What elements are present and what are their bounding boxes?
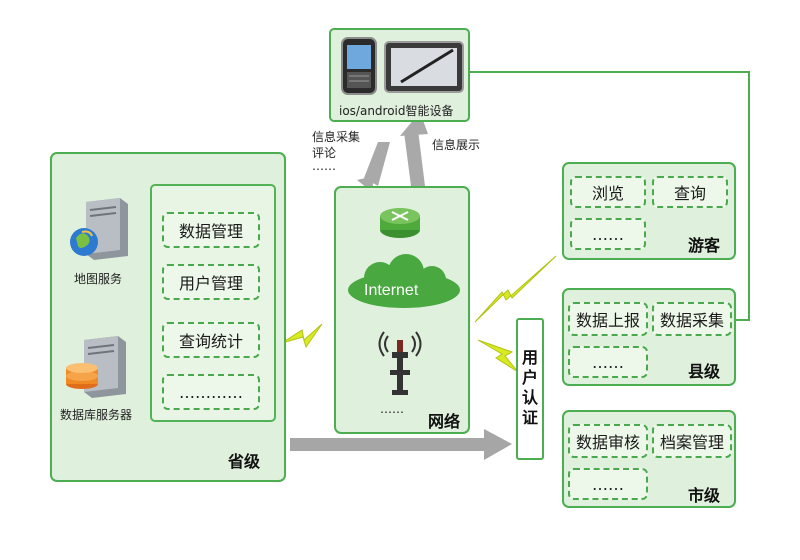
- data-review-item: 数据审核: [568, 424, 648, 458]
- user-auth-char: 户: [521, 368, 538, 387]
- county-box: 数据上报 数据采集 …… 县级: [562, 288, 736, 386]
- user-auth-char: 认: [521, 388, 538, 407]
- device-box: ios/android智能设备: [329, 28, 470, 122]
- user-management-item: 用户管理: [162, 264, 260, 300]
- router-icon: [380, 208, 420, 238]
- county-title: 县级: [688, 362, 721, 381]
- database-server-icon: [66, 336, 126, 398]
- data-report-item: 数据上报: [568, 302, 648, 336]
- network-ellipsis: ……: [380, 402, 404, 416]
- comment-label: 评论: [312, 146, 337, 160]
- device-label: ios/android智能设备: [339, 104, 454, 118]
- collect-label: 信息采集: [312, 130, 361, 144]
- database-server-label: 数据库服务器: [60, 408, 133, 422]
- user-auth-char: 证: [521, 408, 538, 427]
- city-more-item: ……: [568, 468, 648, 500]
- internet-label: Internet: [364, 282, 419, 299]
- data-collection-item: 数据采集: [652, 302, 732, 336]
- user-auth-box: 用 户 认 证: [516, 318, 544, 460]
- map-server-label: 地图服务: [74, 272, 123, 286]
- user-auth-char: 用: [521, 348, 538, 367]
- visitor-title: 游客: [688, 236, 721, 255]
- arrow-down: [357, 142, 390, 192]
- archive-management-item: 档案管理: [652, 424, 732, 458]
- query-statistics-item: 查询统计: [162, 322, 260, 358]
- city-title: 市级: [688, 486, 721, 505]
- lightning-icon: [281, 323, 323, 349]
- comment-ellipsis: ……: [312, 159, 336, 173]
- provincial-title: 省级: [228, 452, 261, 471]
- provincial-box: 地图服务 数据库服务器 数据管理 用户管理 查询统计 ………… 省级: [50, 152, 286, 482]
- county-more-item: ……: [568, 346, 648, 378]
- display-label: 信息展示: [432, 138, 481, 152]
- device-county-connector: [470, 71, 750, 321]
- arrow-up: [400, 112, 428, 186]
- data-management-item: 数据管理: [162, 212, 260, 248]
- visitor-query-item: 查询: [652, 176, 728, 208]
- visitor-box: 浏览 查询 …… 游客: [562, 162, 736, 260]
- lightning-icon: [477, 339, 519, 373]
- provincial-function-panel: 数据管理 用户管理 查询统计 …………: [150, 184, 276, 422]
- visitor-more-item: ……: [570, 218, 646, 250]
- network-box: Internet …… 网络: [334, 186, 470, 434]
- lightning-icon: [474, 255, 557, 323]
- network-title: 网络: [428, 412, 461, 431]
- more-items: …………: [162, 374, 260, 410]
- antenna-tower-icon: [378, 331, 422, 395]
- internet-cloud-icon: [348, 254, 460, 308]
- tablet-icon: [384, 41, 464, 93]
- user-auth-label: 用 户 认 证: [520, 348, 540, 428]
- map-server-icon: [70, 198, 128, 260]
- phone-icon: [341, 37, 377, 95]
- city-box: 数据审核 档案管理 …… 市级: [562, 410, 736, 508]
- browse-item: 浏览: [570, 176, 646, 208]
- provincial-to-auth-arrow: [290, 429, 512, 460]
